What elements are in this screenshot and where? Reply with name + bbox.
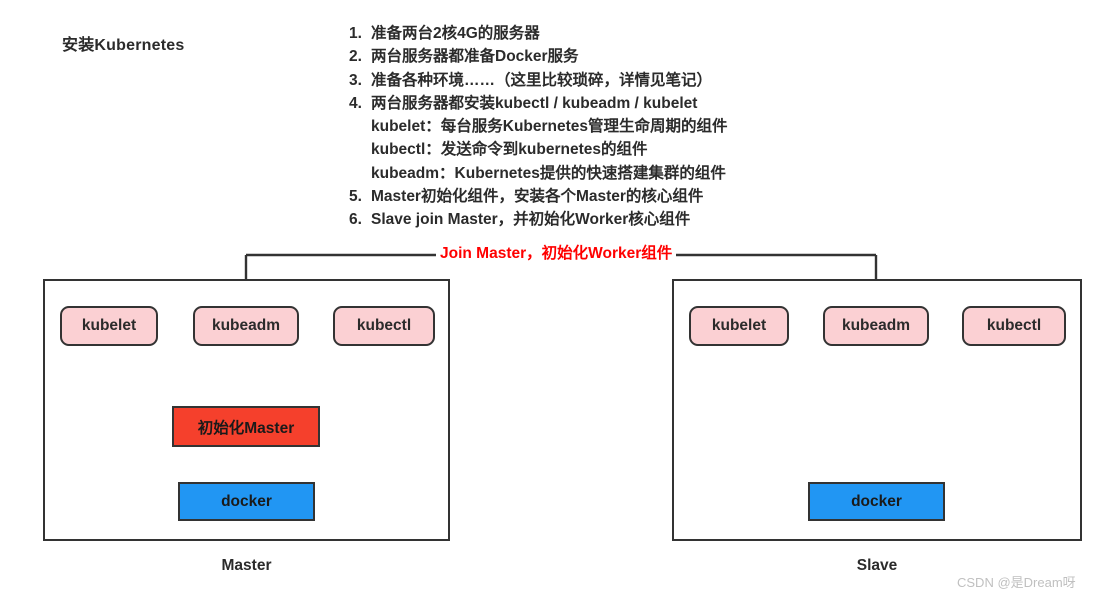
component-slave-kubectl[interactable]: kubectl	[962, 306, 1066, 346]
list-item: 3. 准备各种环境……（这里比较琐碎，详情见笔记）	[349, 69, 819, 92]
sub-list-item-label: kubeadm：Kubernetes提供的快速搭建集群的组件	[371, 164, 726, 182]
sub-list-item: kubectl：发送命令到kubernetes的组件	[349, 138, 819, 161]
list-item-label: 两台服务器都准备Docker服务	[371, 48, 579, 66]
list-item-label: Master初始化组件，安装各个Master的核心组件	[371, 188, 704, 206]
component-slave-docker[interactable]: docker	[808, 482, 945, 521]
list-item-label: 准备各种环境……（这里比较琐碎，详情见笔记）	[371, 71, 713, 89]
component-master-docker[interactable]: docker	[178, 482, 315, 521]
list-item: 2. 两台服务器都准备Docker服务	[349, 45, 819, 68]
sub-list-item: kubelet：每台服务Kubernetes管理生命周期的组件	[349, 115, 819, 138]
list-item-label: 两台服务器都安装kubectl / kubeadm / kubelet	[371, 94, 698, 112]
host-caption-slave: Slave	[856, 557, 898, 574]
list-item-number: 4.	[349, 94, 362, 112]
component-slave-kubeadm[interactable]: kubeadm	[823, 306, 929, 346]
list-item-number: 1.	[349, 25, 362, 42]
list-item: 1. 准备两台2核4G的服务器	[349, 22, 819, 45]
sub-list-item: kubeadm：Kubernetes提供的快速搭建集群的组件	[349, 162, 819, 185]
watermark: CSDN @是Dream呀	[957, 575, 1076, 590]
component-master-kubectl[interactable]: kubectl	[333, 306, 435, 346]
list-item: 4. 两台服务器都安装kubectl / kubeadm / kubelet	[349, 92, 819, 115]
host-caption-master: Master	[221, 557, 272, 574]
component-master-kubelet[interactable]: kubelet	[60, 306, 158, 346]
component-slave-kubelet[interactable]: kubelet	[689, 306, 789, 346]
list-item-number: 6.	[349, 211, 362, 229]
connector-join-label: Join Master，初始化Worker组件	[436, 244, 677, 264]
list-item-number: 5.	[349, 188, 362, 206]
page-title: 安装Kubernetes	[62, 37, 185, 54]
sub-list-item-label: kubelet：每台服务Kubernetes管理生命周期的组件	[371, 118, 728, 136]
list-item: 5. Master初始化组件，安装各个Master的核心组件	[349, 185, 819, 208]
list-item-number: 2.	[349, 48, 362, 66]
list-item-label: Slave join Master，并初始化Worker核心组件	[371, 211, 691, 229]
component-master-kubeadm[interactable]: kubeadm	[193, 306, 299, 346]
steps-list: 1. 准备两台2核4G的服务器 2. 两台服务器都准备Docker服务 3. 准…	[349, 22, 819, 232]
list-item: 6. Slave join Master，并初始化Worker核心组件	[349, 208, 819, 231]
component-master-init-master[interactable]: 初始化Master	[172, 406, 320, 447]
list-item-number: 3.	[349, 71, 362, 89]
sub-list-item-label: kubectl：发送命令到kubernetes的组件	[371, 141, 648, 159]
list-item-label: 准备两台2核4G的服务器	[371, 25, 540, 42]
